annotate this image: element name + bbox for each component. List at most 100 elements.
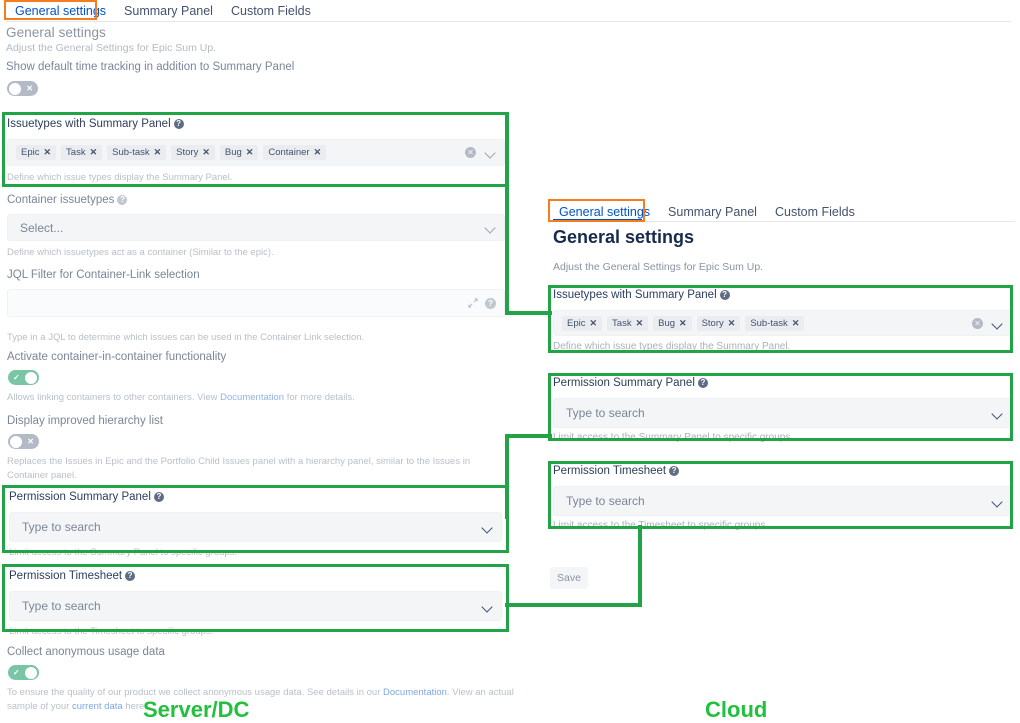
jql-filter-label: JQL Filter for Container-Link selection: [7, 269, 200, 281]
tab-summary-panel[interactable]: Summary Panel: [115, 1, 222, 23]
tab-general-settings[interactable]: General settings: [6, 1, 115, 23]
issuetypes-label-text: Issuetypes with Summary Panel: [7, 118, 171, 130]
permission-timesheet-group: Permission Timesheet? Type to search Lim…: [553, 465, 1012, 531]
pill-story[interactable]: Story✕: [171, 145, 215, 160]
pill-remove-icon[interactable]: ✕: [245, 147, 254, 157]
jql-filter-hint: Type in a JQL to determine which issues …: [7, 332, 365, 343]
pill-label: Task: [612, 317, 632, 329]
help-icon[interactable]: ?: [125, 571, 136, 581]
save-button[interactable]: Save: [550, 567, 588, 589]
pill-remove-icon[interactable]: ✕: [635, 317, 644, 328]
tab-custom-fields[interactable]: Custom Fields: [222, 1, 320, 23]
help-icon[interactable]: ?: [485, 297, 496, 309]
container-in-container-group: Activate container-in-container function…: [7, 351, 507, 405]
tab-general-settings[interactable]: General settings: [550, 202, 659, 225]
help-icon[interactable]: ?: [153, 492, 164, 502]
pill-remove-icon[interactable]: ✕: [313, 147, 322, 157]
pill-sub-task[interactable]: Sub-task✕: [745, 315, 805, 331]
permission-timesheet-select[interactable]: Type to search: [553, 486, 1012, 516]
permission-summary-label: Permission Summary Panel?: [553, 377, 1012, 389]
jql-filter-input[interactable]: ?: [7, 289, 505, 317]
container-issuetypes-select[interactable]: Select...: [7, 214, 505, 241]
permission-summary-select[interactable]: Type to search: [553, 398, 1012, 428]
pill-container[interactable]: Container✕: [263, 145, 327, 160]
documentation-link[interactable]: Documentation: [220, 392, 285, 403]
tab-label: General settings: [15, 4, 107, 18]
container-in-container-label: Activate container-in-container function…: [7, 351, 227, 363]
pill-sub-task[interactable]: Sub-task✕: [107, 145, 167, 160]
container-in-container-toggle[interactable]: ✓: [8, 370, 39, 385]
permission-summary-group: Permission Summary Panel? Type to search…: [9, 491, 502, 560]
pill-remove-icon[interactable]: ✕: [679, 317, 687, 328]
chevron-down-icon[interactable]: [992, 496, 1003, 507]
hierarchy-list-label: Display improved hierarchy list: [7, 415, 163, 427]
pill-remove-icon[interactable]: ✕: [202, 147, 210, 157]
pill-remove-icon[interactable]: ✕: [153, 147, 162, 157]
pill-label: Container: [268, 147, 310, 158]
current-data-link[interactable]: current data: [71, 700, 123, 712]
pill-task[interactable]: Task✕: [607, 315, 649, 331]
page-title: General settings: [553, 227, 695, 247]
pill-remove-icon[interactable]: ✕: [791, 317, 800, 328]
permission-summary-label: Permission Summary Panel?: [9, 491, 502, 503]
expand-icon[interactable]: [468, 298, 478, 308]
pill-remove-icon[interactable]: ✕: [89, 147, 98, 157]
permission-summary-hint: Limit access to the Summary Panel to spe…: [9, 547, 238, 558]
pill-remove-icon[interactable]: ✕: [589, 317, 598, 328]
permission-summary-label-text: Permission Summary Panel: [9, 491, 151, 503]
time-tracking-toggle[interactable]: ✕: [7, 81, 38, 96]
chevron-down-icon[interactable]: [485, 222, 496, 233]
permission-timesheet-label: Permission Timesheet?: [9, 570, 502, 582]
clear-all-icon[interactable]: ✕: [465, 147, 476, 158]
help-icon[interactable]: ?: [719, 290, 730, 300]
usage-data-group: Collect anonymous usage data ✓ To ensure…: [7, 646, 519, 714]
help-icon[interactable]: ?: [669, 466, 680, 476]
container-issuetypes-placeholder: Select...: [20, 220, 64, 235]
container-issuetypes-group: Container issuetypes? Select... Define w…: [7, 194, 505, 260]
tab-custom-fields[interactable]: Custom Fields: [766, 202, 864, 225]
pill-remove-icon[interactable]: ✕: [727, 317, 736, 328]
help-icon[interactable]: ?: [173, 119, 184, 129]
pill-remove-icon[interactable]: ✕: [43, 147, 52, 157]
toggle-cross-icon: ✕: [27, 437, 34, 446]
chevron-down-icon[interactable]: [482, 522, 493, 533]
chevron-down-icon[interactable]: [485, 147, 496, 158]
pill-epic[interactable]: Epic✕: [562, 315, 603, 331]
issuetypes-hint: Define which issue types display the Sum…: [553, 341, 791, 352]
pill-label: Bug: [658, 317, 676, 329]
chevron-down-icon[interactable]: [482, 601, 493, 612]
clear-all-icon[interactable]: ✕: [972, 317, 983, 329]
tab-label: Summary Panel: [668, 205, 757, 219]
tab-divider: [6, 21, 1011, 22]
tab-summary-panel[interactable]: Summary Panel: [659, 202, 766, 225]
issuetypes-select[interactable]: Epic✕ Task✕ Sub-task✕ Story✕ Bug✕ Contai…: [7, 139, 505, 166]
hierarchy-list-group: Display improved hierarchy list ✕ Replac…: [7, 415, 512, 483]
usage-data-toggle[interactable]: ✓: [8, 665, 39, 680]
pill-task[interactable]: Task✕: [61, 145, 103, 160]
toggle-cross-icon: ✕: [26, 84, 33, 93]
pill-bug[interactable]: Bug✕: [653, 315, 692, 331]
hint-text: here.: [122, 700, 147, 712]
documentation-link[interactable]: Documentation: [383, 687, 447, 698]
pill-bug[interactable]: Bug✕: [219, 145, 259, 160]
issuetypes-select[interactable]: Epic✕ Task✕ Bug✕ Story✕ Sub-task✕ ✕: [553, 310, 1012, 336]
server-dc-panel: General settings Summary Panel Custom Fi…: [0, 0, 520, 720]
permission-timesheet-placeholder: Type to search: [566, 494, 645, 508]
hint-text: for more details.: [284, 392, 355, 403]
issuetypes-label: Issuetypes with Summary Panel?: [553, 289, 1012, 301]
permission-timesheet-select[interactable]: Type to search: [9, 591, 502, 621]
help-icon[interactable]: ?: [117, 195, 128, 205]
permission-summary-select[interactable]: Type to search: [9, 512, 502, 542]
chevron-down-icon[interactable]: [992, 318, 1003, 329]
issuetypes-label-text: Issuetypes with Summary Panel: [553, 289, 717, 301]
pill-epic[interactable]: Epic✕: [16, 145, 57, 160]
toggle-knob: [25, 666, 37, 679]
tab-label: Custom Fields: [230, 4, 311, 18]
toggle-knob: [9, 82, 21, 95]
hierarchy-list-toggle[interactable]: ✕: [8, 434, 39, 449]
pill-story[interactable]: Story✕: [696, 315, 741, 331]
pill-label: Sub-task: [112, 147, 150, 158]
permission-summary-group: Permission Summary Panel? Type to search…: [553, 377, 1012, 443]
help-icon[interactable]: ?: [697, 378, 708, 388]
chevron-down-icon[interactable]: [992, 408, 1003, 419]
